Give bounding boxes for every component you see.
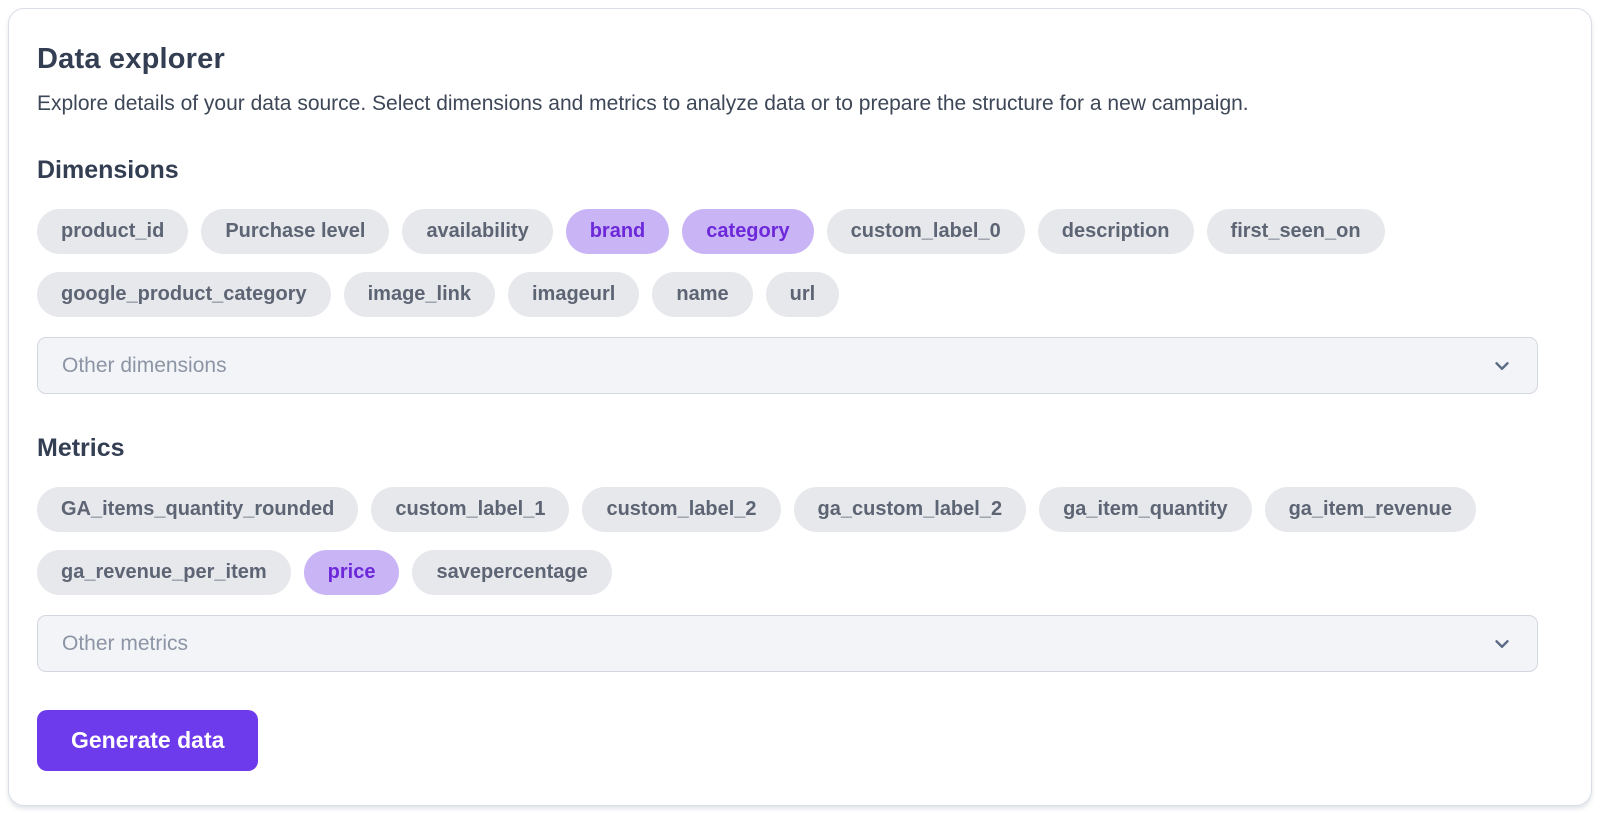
chip-google-product-category[interactable]: google_product_category [37, 272, 331, 317]
chip-ga-revenue-per-item[interactable]: ga_revenue_per_item [37, 550, 291, 595]
other-dimensions-placeholder: Other dimensions [62, 353, 227, 377]
chip-brand[interactable]: brand [565, 209, 670, 254]
chip-category[interactable]: category [682, 209, 814, 254]
chip-price[interactable]: price [303, 550, 400, 595]
chip-image-link[interactable]: image_link [343, 272, 495, 317]
chip-custom-label-1[interactable]: custom_label_1 [371, 487, 570, 532]
metrics-heading: Metrics [37, 434, 125, 462]
chip-product-id[interactable]: product_id [37, 209, 189, 254]
chip-custom-label-0[interactable]: custom_label_0 [826, 209, 1025, 254]
other-dimensions-dropdown[interactable]: Other dimensions [37, 337, 1538, 394]
chip-availability[interactable]: availability [402, 209, 553, 254]
other-metrics-placeholder: Other metrics [62, 631, 189, 655]
chip-name[interactable]: name [652, 272, 753, 317]
chip-first-seen-on[interactable]: first_seen_on [1206, 209, 1385, 254]
chip-ga-custom-label-2[interactable]: ga_custom_label_2 [793, 487, 1027, 532]
chip-ga-item-quantity[interactable]: ga_item_quantity [1039, 487, 1252, 532]
generate-data-button[interactable]: Generate data [37, 710, 259, 771]
chip-ga-item-revenue[interactable]: ga_item_revenue [1264, 487, 1476, 532]
chevron-down-icon [1495, 361, 1509, 370]
chip-purchase-level[interactable]: Purchase level [201, 209, 390, 254]
chevron-down-icon [1495, 639, 1509, 648]
chip-custom-label-2[interactable]: custom_label_2 [582, 487, 781, 532]
data-explorer-card: Data explorer Explore details of your da… [8, 8, 1592, 806]
metrics-chip-list: GA_items_quantity_rounded custom_label_1 c… [37, 487, 1563, 595]
page-title: Data explorer [37, 43, 225, 75]
other-metrics-dropdown[interactable]: Other metrics [37, 615, 1538, 672]
dimensions-section: Dimensions product_id Purchase level avail… [37, 156, 1563, 394]
chip-description[interactable]: description [1037, 209, 1194, 254]
page-description: Explore details of your data source. Sel… [37, 92, 1249, 115]
dimensions-heading: Dimensions [37, 156, 179, 184]
chip-imageurl[interactable]: imageurl [508, 272, 640, 317]
chip-savepercentage[interactable]: savepercentage [412, 550, 612, 595]
metrics-section: Metrics GA_items_quantity_rounded custom_… [37, 434, 1563, 672]
chip-url[interactable]: url [765, 272, 840, 317]
chip-ga-items-quantity-rounded[interactable]: GA_items_quantity_rounded [37, 487, 359, 532]
dimensions-chip-list: product_id Purchase level availability bran… [37, 209, 1563, 317]
